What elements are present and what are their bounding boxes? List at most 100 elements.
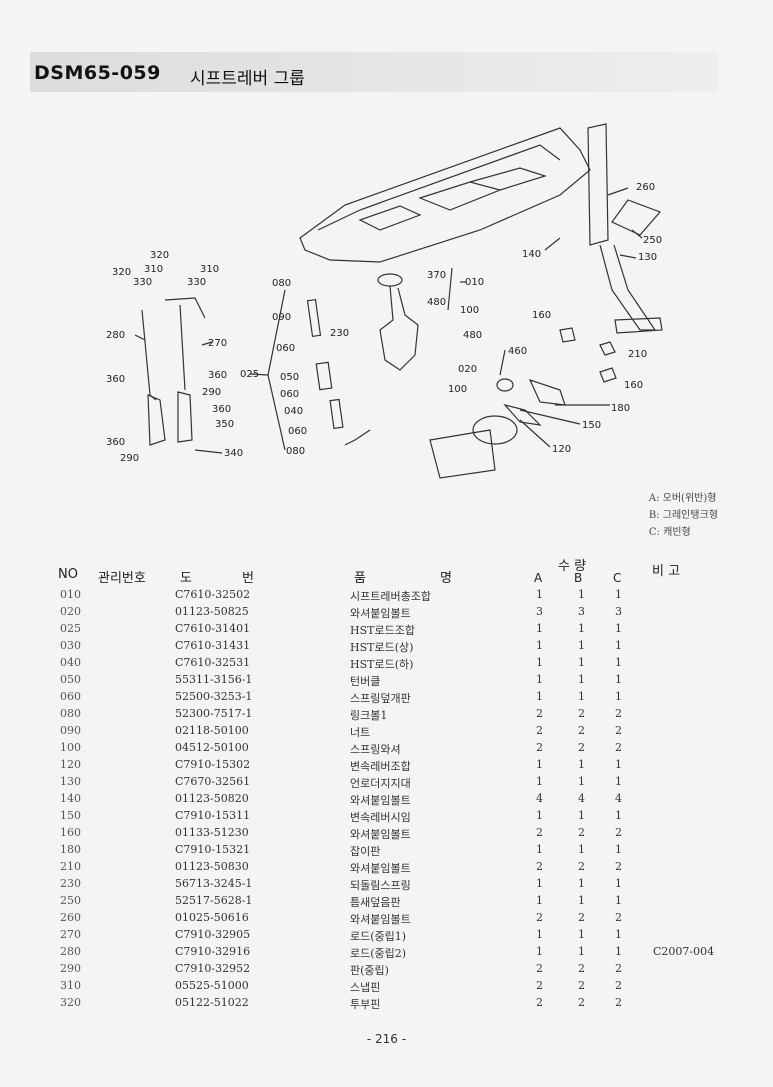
row-qty-a: 1 (536, 588, 543, 601)
svg-text:360: 360 (106, 374, 125, 385)
header-band (30, 52, 718, 92)
row-qty-a: 1 (536, 877, 543, 890)
row-part-name: 로드(중립2) (350, 947, 407, 960)
header-drawing-b: 번 (242, 571, 254, 586)
row-qty-c: 2 (615, 996, 622, 1009)
svg-text:310: 310 (200, 264, 219, 275)
row-qty-a: 3 (536, 605, 543, 618)
svg-text:230: 230 (330, 328, 349, 339)
row-part-name: HST로드(하) (350, 658, 414, 671)
row-no: 050 (60, 673, 81, 686)
header-no: NO (58, 567, 78, 582)
svg-text:360: 360 (106, 437, 125, 448)
row-note: C2007-004 (653, 945, 715, 958)
svg-text:350: 350 (215, 419, 234, 430)
row-qty-b: 1 (578, 877, 585, 890)
svg-text:460: 460 (508, 346, 527, 357)
svg-text:100: 100 (448, 384, 467, 395)
row-no: 210 (60, 860, 81, 873)
row-qty-b: 1 (578, 673, 585, 686)
svg-text:025: 025 (240, 369, 259, 380)
row-qty-c: 2 (615, 724, 622, 737)
row-qty-b: 1 (578, 639, 585, 652)
row-part-name: 틈새덮음판 (350, 896, 401, 909)
svg-text:480: 480 (427, 297, 446, 308)
row-qty-a: 1 (536, 622, 543, 635)
row-part-number: 52500-3253-1 (175, 690, 253, 703)
row-part-number: 01123-50830 (175, 860, 249, 873)
row-qty-a: 2 (536, 707, 543, 720)
row-part-number: 52517-5628-1 (175, 894, 253, 907)
row-part-name: 잡이판 (350, 845, 381, 858)
svg-text:250: 250 (643, 235, 662, 246)
svg-text:330: 330 (187, 277, 206, 288)
row-no: 010 (60, 588, 81, 601)
row-no: 270 (60, 928, 81, 941)
row-qty-a: 1 (536, 894, 543, 907)
row-qty-c: 1 (615, 673, 622, 686)
row-part-number: 05122-51022 (175, 996, 249, 1009)
row-part-number: C7910-15321 (175, 843, 251, 856)
svg-text:130: 130 (638, 252, 657, 263)
header-drawing-a: 도 (180, 571, 192, 586)
row-qty-b: 1 (578, 622, 585, 635)
row-part-name: HST로드조합 (350, 624, 415, 637)
row-part-name: 변속레버시임 (350, 811, 411, 824)
row-qty-b: 1 (578, 843, 585, 856)
legend-item-c: C: 캐빈형 (648, 527, 691, 538)
row-qty-b: 2 (578, 724, 585, 737)
svg-text:020: 020 (458, 364, 477, 375)
row-part-name: 와셔붙임볼트 (350, 794, 411, 807)
row-qty-c: 2 (615, 741, 622, 754)
row-qty-c: 2 (615, 911, 622, 924)
row-qty-c: 1 (615, 843, 622, 856)
row-qty-a: 1 (536, 775, 543, 788)
row-qty-c: 4 (615, 792, 622, 805)
row-qty-a: 2 (536, 826, 543, 839)
svg-text:060: 060 (280, 389, 299, 400)
svg-text:360: 360 (212, 404, 231, 415)
row-qty-a: 2 (536, 860, 543, 873)
row-no: 025 (60, 622, 81, 635)
svg-text:320: 320 (150, 250, 169, 261)
row-qty-c: 1 (615, 639, 622, 652)
row-qty-b: 1 (578, 945, 585, 958)
svg-text:160: 160 (624, 380, 643, 391)
row-qty-c: 2 (615, 826, 622, 839)
row-part-name: 언로더지지대 (350, 777, 411, 790)
row-part-name: 투부핀 (350, 998, 381, 1011)
row-qty-b: 1 (578, 894, 585, 907)
row-qty-a: 4 (536, 792, 543, 805)
row-part-name: 되돌림스프링 (350, 879, 411, 892)
row-part-number: C7670-32561 (175, 775, 251, 788)
row-part-number: C7610-31431 (175, 639, 251, 652)
group-code: DSM65-059 (34, 62, 161, 84)
row-part-number: C7610-31401 (175, 622, 251, 635)
row-qty-c: 1 (615, 690, 622, 703)
header-a: A (534, 571, 543, 585)
exploded-parts-diagram: 260 250 130 140 370 010 480 100 480 160 … (106, 123, 663, 479)
row-no: 310 (60, 979, 81, 992)
row-no: 280 (60, 945, 81, 958)
row-part-name: 와셔붙임볼트 (350, 607, 411, 620)
svg-text:310: 310 (144, 264, 163, 275)
row-qty-c: 2 (615, 860, 622, 873)
row-part-name: 턴버클 (350, 675, 381, 688)
legend-item-b: B: 그레인탱크형 (648, 510, 718, 521)
row-qty-c: 2 (615, 962, 622, 975)
svg-text:320: 320 (112, 267, 131, 278)
svg-text:080: 080 (272, 278, 291, 289)
